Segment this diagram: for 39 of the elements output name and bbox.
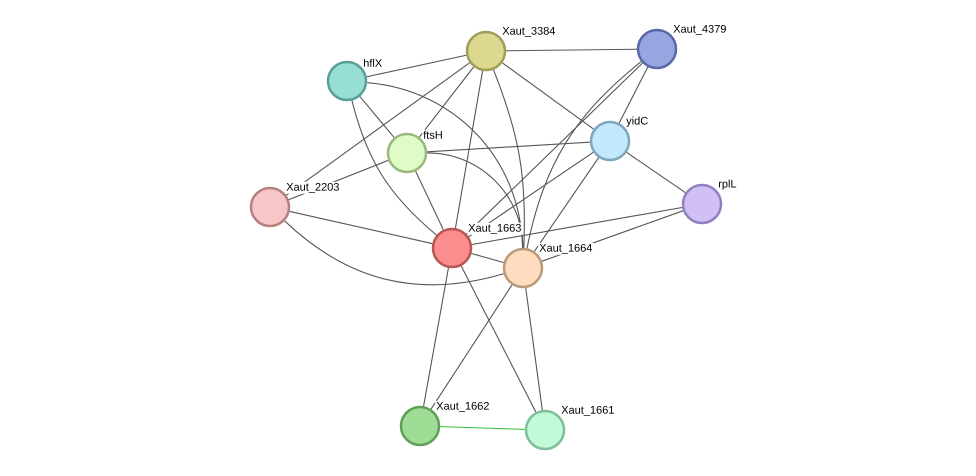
protein-label: Xaut_3384	[501, 26, 556, 38]
protein-label: ftsH	[422, 130, 444, 140]
interaction-line	[626, 152, 686, 194]
protein-label: Xaut_2203	[285, 182, 340, 194]
protein-label: yidC	[625, 116, 650, 128]
interaction-line	[534, 157, 600, 252]
interaction-line	[492, 70, 525, 248]
interaction-line	[506, 48, 637, 52]
interaction-line	[430, 284, 512, 410]
protein-label: Xaut_1663	[467, 222, 522, 235]
interaction-line	[367, 82, 524, 248]
interaction-line	[466, 62, 643, 234]
interaction-line	[418, 66, 474, 138]
interaction-line	[415, 171, 444, 230]
interaction-line	[618, 66, 648, 124]
interaction-line	[440, 426, 526, 430]
protein-label: Xaut_1664	[538, 242, 594, 255]
interaction-line	[366, 54, 466, 78]
interaction-line	[472, 206, 682, 246]
interaction-line	[471, 252, 504, 264]
protein-label: rplL	[717, 178, 738, 191]
interaction-line	[460, 266, 536, 412]
protein-label: Xaut_1661	[560, 404, 616, 417]
interaction-line	[423, 268, 449, 406]
interaction-line	[284, 220, 504, 286]
interaction-line	[454, 70, 484, 228]
interaction-line	[525, 288, 543, 410]
interaction-line	[351, 100, 437, 236]
interaction-line	[468, 152, 594, 238]
interaction-line	[502, 62, 594, 130]
interaction-line	[427, 142, 590, 152]
interaction-line	[360, 96, 394, 138]
interaction-line	[427, 152, 524, 248]
interaction-line	[286, 62, 470, 196]
protein-label: Xaut_1662	[435, 400, 490, 413]
interaction-line	[526, 61, 642, 248]
protein-label: Xaut_4379	[672, 24, 728, 36]
protein-label: hflX	[362, 58, 384, 68]
interaction-line	[290, 210, 432, 244]
